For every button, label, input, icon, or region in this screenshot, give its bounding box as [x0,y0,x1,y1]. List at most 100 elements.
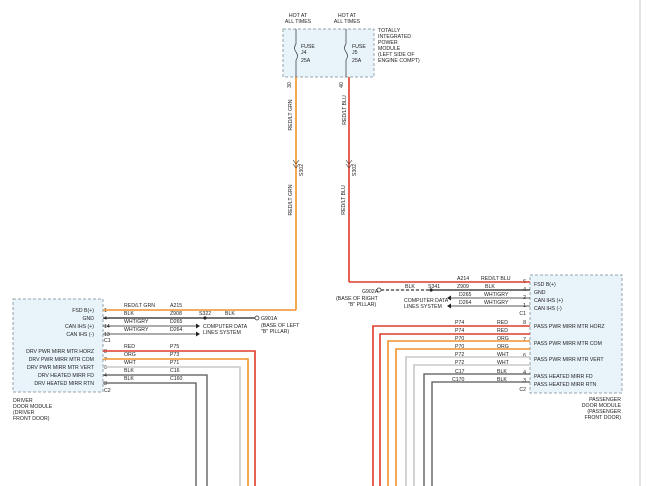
driver-wire-2-color: BLK [124,311,134,317]
pass-wire-5-circuit: P74 [455,320,464,326]
pass-wire-12-circuit: C170 [452,377,465,383]
driver-wire-8-circuit: C16 [170,368,180,374]
pass-wire-11-circuit: C17 [455,369,465,375]
pass-wire-6-circuit: P74 [455,328,464,334]
driver-pin-label-6: DRV PWR MIRR MTR COM [29,357,94,363]
pass-wire-horz-a [372,325,530,486]
pass-pin-num-9: 3 [523,378,526,384]
pass-pin-label-1: FSD B(+) [534,282,556,288]
pass-wire-horz-b [379,333,530,486]
driver-wire-3-color: WHT/GRY [124,319,149,325]
pass-ground-wire-color: BLK [405,284,415,290]
pass-ground-symbol [376,287,382,293]
pass-pin-label-4: CAN IHS (-) [534,306,562,312]
pass-wire-1-color: RED/LT BLU [481,276,511,282]
driver-pin-label-2: GND [82,316,94,322]
fuse-left-rating: 25A [301,58,311,64]
pass-wire-2-circuit: Z909 [457,284,469,290]
pass-wire-3-color: WHT/GRY [484,292,509,298]
pass-wire-5-color: RED [497,320,508,326]
wire-right-color-top: RED/LT BLU [342,95,348,125]
pass-pin-num-8: 4 [523,370,526,376]
pass-ground-note-2: "B" PILLAR) [348,302,376,308]
pass-wire-vert-b [413,364,530,486]
driver-wire-2-circuit: Z908 [170,311,182,317]
driver-wires: RED/LT GRN A215 BLK Z908 S322 BLK G901A … [103,303,300,486]
hot-right-line1: HOT AT [338,13,357,19]
pass-pin-label-6: PASS PWR MIRR MTR COM [534,341,602,347]
driver-wire-7-circuit: P71 [170,360,179,366]
module-label-5: (LEFT SIDE OF [378,52,415,58]
pass-pin-label-7: PASS PWR MIRR MTR VERT [534,357,604,363]
driver-wire-horz [103,350,256,486]
pass-wire-10-circuit: P72 [455,360,464,366]
driver-module-label-2: DOOR MODULE [13,404,53,410]
pass-splice-dot [429,288,433,292]
driver-pin-num-8: 4 [104,373,107,379]
hot-left-line1: HOT AT [289,13,308,19]
power-module-box [282,28,375,78]
driver-pin-num-7: 6 [104,365,107,371]
pass-ground-note-1: (BASE OF RIGHT [336,296,379,302]
pass-pin-num-5: 8 [523,320,526,326]
pass-ground-id: G902A [362,289,379,295]
driver-data-label-2: LINES SYSTEM [203,330,241,336]
driver-wire-4-color: WHT/GRY [124,327,149,333]
driver-pin-num-2: 4 [104,316,107,322]
passenger-door-module: FSD B(+) GND CAN IHS (+) CAN IHS (-) PAS… [519,274,623,421]
driver-splice-dot [203,316,207,320]
driver-pin-label-1: FSD B(+) [72,308,94,314]
pass-connector-c1: C1 [519,311,526,317]
fuse-left-symbol [294,43,298,61]
driver-ground-id: G901A [261,316,278,322]
pass-module-label-1: PASSENGER [589,397,621,403]
driver-wire-6-circuit: P73 [170,352,179,358]
splice-right-label: S302 [352,164,358,176]
driver-pin-num-6: 7 [104,357,107,363]
driver-wire-7-color: WHT [124,360,137,366]
feed-wires: RED/LT GRN RED/LT BLU S302 S302 RED/LT G… [288,77,358,310]
pin-right-number: 40 [339,82,345,88]
driver-wire-5-circuit: P75 [170,344,179,350]
driver-pin-label-7: DRV PWR MIRR MTR VERT [27,365,95,371]
pass-wire-heat-rtn [431,381,530,486]
driver-ground-note-2: "B" PILLAR) [261,329,289,335]
driver-module-box [12,298,104,393]
driver-pin-label-8: DRV HEATED MIRR FD [38,373,94,379]
driver-wire-6-color: ORG [124,352,136,358]
driver-wire-heat-rtn [103,382,197,486]
pass-pin-num-6: 7 [523,337,526,343]
driver-connector-c2: C2 [104,388,111,394]
pass-data-label-2: LINES SYSTEM [404,304,442,310]
hot-left-line2: ALL TIMES [285,19,312,25]
pin-left-number: 30 [287,82,293,88]
pass-wire-4-circuit: D264 [459,300,472,306]
pass-pin-label-8: PASS HEATED MIRR FD [534,374,593,380]
driver-can-plus-arrow [196,323,200,329]
driver-wire-9-color: BLK [124,376,134,382]
driver-pin-label-5: DRV PWR MIRR MTR HORZ [26,349,94,355]
pass-wire-1-circuit: A214 [457,276,469,282]
pass-module-label-2: DOOR MODULE [582,403,622,409]
pass-wire-heat-fd [423,373,530,486]
pass-can-plus-arrow [447,295,451,301]
module-label-4: MODULE [378,46,401,52]
pass-wire-8-circuit: P70 [455,344,464,350]
driver-wire-heat-fd [103,374,208,486]
module-label-3: POWER [378,40,398,46]
pass-can-minus-arrow [447,303,451,309]
pass-wire-2-color: BLK [485,284,495,290]
splice-left-label: S302 [299,164,305,176]
wire-left-color-bottom: RED/LT GRN [288,184,294,215]
module-label-2: INTEGRATED [378,34,411,40]
wire-left-color-top: RED/LT GRN [288,99,294,130]
driver-module-label-4: FRONT DOOR) [13,416,50,422]
driver-ground-note-1: (BASE OF LEFT [261,323,300,329]
driver-module-label-3: (DRIVER [13,410,35,416]
pass-wire-11-color: BLK [497,369,507,375]
driver-pin-num-1: 1 [104,308,107,314]
driver-wire-8-color: BLK [124,368,134,374]
pass-module-label-3: (PASSENGER [587,409,621,415]
pass-wire-9-circuit: P72 [455,352,464,358]
